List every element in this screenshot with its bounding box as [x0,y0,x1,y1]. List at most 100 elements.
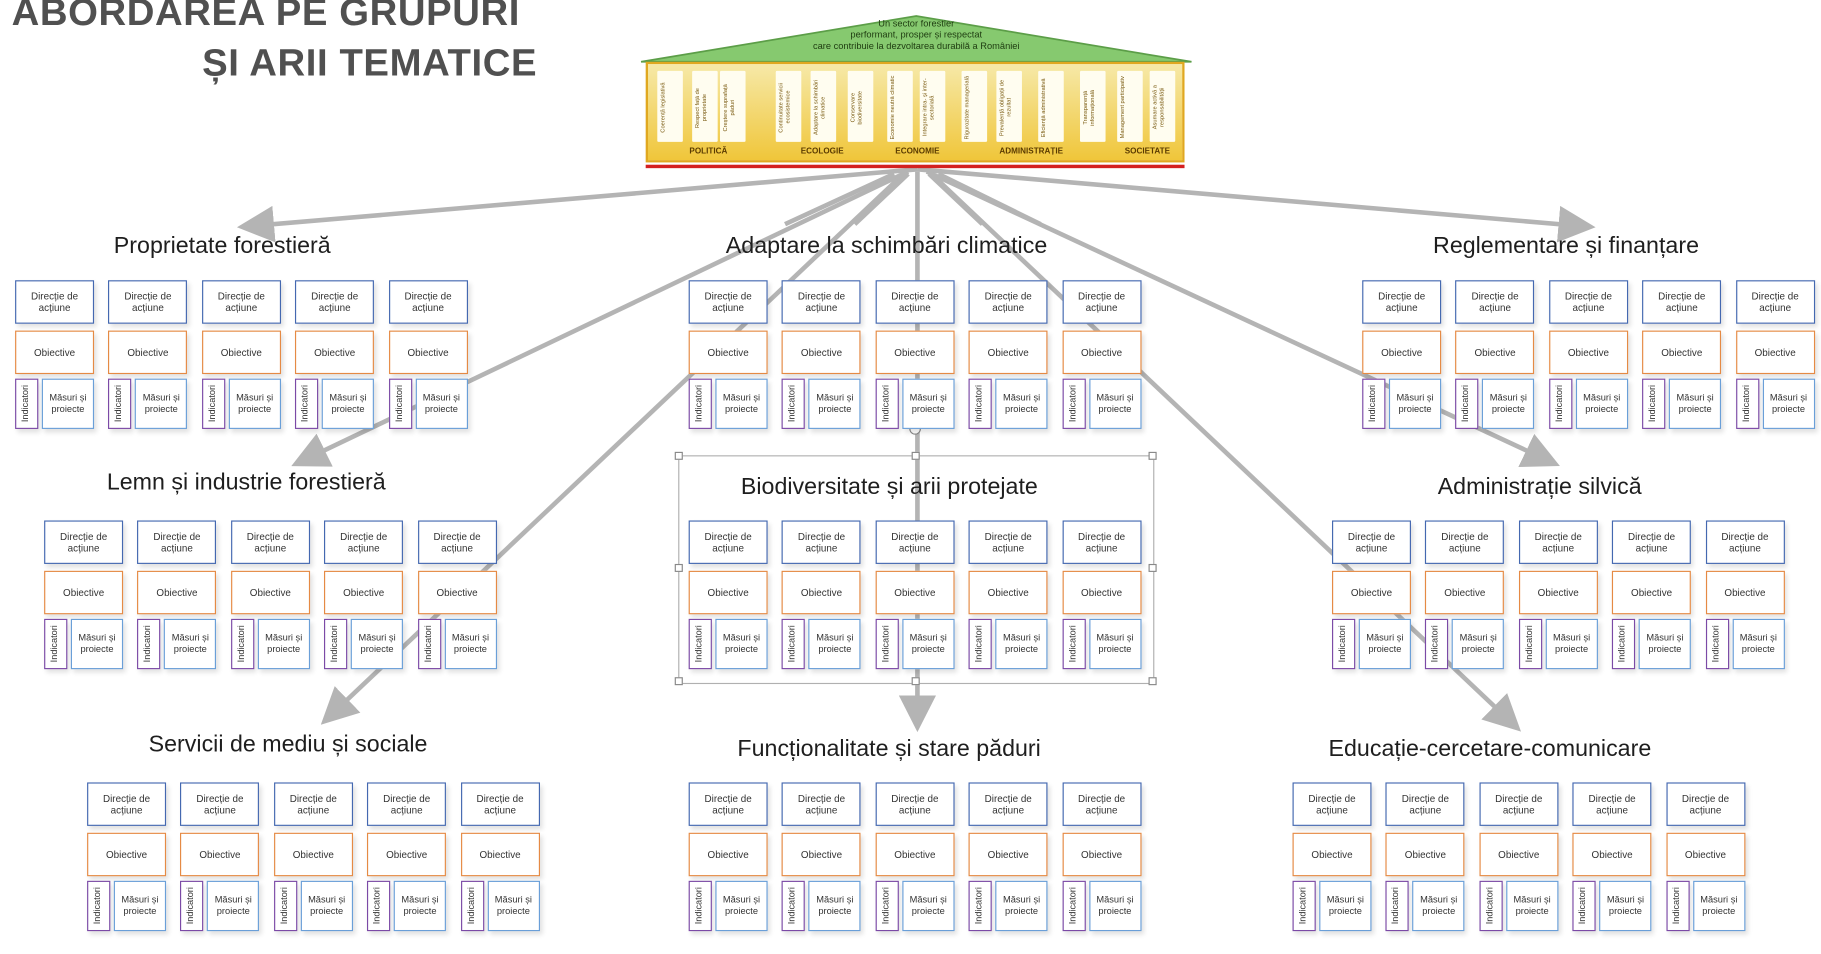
indicatori-box[interactable]: Indicatori [1665,880,1690,932]
obiective-box[interactable]: Obiective [782,832,861,877]
indicatori-box[interactable]: Indicatori [1642,378,1666,429]
resize-handle-bottom-left[interactable] [674,677,683,686]
obiective-box[interactable]: Obiective [968,330,1048,375]
masuri-proiecte-box[interactable]: Măsuri și proiecte [41,378,95,429]
directie-actiune-box[interactable]: Direcție de acțiune [273,782,353,826]
obiective-box[interactable]: Obiective [201,330,281,375]
directie-actiune-box[interactable]: Direcție de acțiune [688,280,768,324]
indicatori-box[interactable]: Indicatori [1385,880,1410,932]
indicatori-box[interactable]: Indicatori [1548,378,1573,429]
directie-actiune-box[interactable]: Direcție de acțiune [388,280,468,324]
resize-handle-top-left[interactable] [674,451,683,460]
directie-actiune-box[interactable]: Direcție de acțiune [108,280,188,324]
masuri-proiecte-box[interactable]: Măsuri și proiecte [257,618,310,670]
masuri-proiecte-box[interactable]: Măsuri și proiecte [1638,618,1692,670]
obiective-box[interactable]: Obiective [108,330,188,375]
obiective-box[interactable]: Obiective [968,570,1048,615]
obiective-box[interactable]: Obiective [688,570,768,615]
masuri-proiecte-box[interactable]: Măsuri și proiecte [135,378,188,429]
directie-actiune-box[interactable]: Direcție de acțiune [15,280,95,324]
directie-actiune-box[interactable]: Direcție de acțiune [137,520,217,564]
masuri-proiecte-box[interactable]: Măsuri și proiecte [1088,618,1142,670]
directie-actiune-box[interactable]: Direcție de acțiune [417,520,497,564]
obiective-box[interactable]: Obiective [1425,570,1505,615]
indicatori-box[interactable]: Indicatori [968,880,992,932]
masuri-proiecte-box[interactable]: Măsuri și proiecte [1358,618,1411,670]
directie-actiune-box[interactable]: Direcție de acțiune [367,782,447,826]
obiective-box[interactable]: Obiective [875,330,955,375]
directie-actiune-box[interactable]: Direcție de acțiune [875,280,955,324]
obiective-box[interactable]: Obiective [1362,330,1442,375]
obiective-box[interactable]: Obiective [324,570,404,615]
masuri-proiecte-box[interactable]: Măsuri și proiecte [1412,880,1465,932]
obiective-box[interactable]: Obiective [273,832,353,877]
indicatori-box[interactable]: Indicatori [201,378,226,429]
directie-actiune-box[interactable]: Direcție de acțiune [968,520,1048,564]
indicatori-box[interactable]: Indicatori [367,880,391,932]
indicatori-box[interactable]: Indicatori [1518,618,1542,670]
obiective-box[interactable]: Obiective [1548,330,1628,375]
indicatori-box[interactable]: Indicatori [782,880,806,932]
obiective-box[interactable]: Obiective [782,570,861,615]
masuri-proiecte-box[interactable]: Măsuri și proiecte [995,880,1048,932]
directie-actiune-box[interactable]: Direcție de acțiune [782,520,861,564]
masuri-proiecte-box[interactable]: Măsuri și proiecte [715,880,768,932]
masuri-proiecte-box[interactable]: Măsuri și proiecte [1762,378,1815,429]
obiective-box[interactable]: Obiective [1612,570,1692,615]
indicatori-box[interactable]: Indicatori [1612,618,1636,670]
obiective-box[interactable]: Obiective [782,330,861,375]
indicatori-box[interactable]: Indicatori [782,378,806,429]
indicatori-box[interactable]: Indicatori [1425,618,1449,670]
indicatori-box[interactable]: Indicatori [417,618,441,670]
obiective-box[interactable]: Obiective [295,330,375,375]
directie-actiune-box[interactable]: Direcție de acțiune [688,782,768,826]
masuri-proiecte-box[interactable]: Măsuri și proiecte [808,618,861,670]
masuri-proiecte-box[interactable]: Măsuri și proiecte [415,378,468,429]
indicatori-box[interactable]: Indicatori [15,378,39,429]
indicatori-box[interactable]: Indicatori [180,880,204,932]
directie-actiune-box[interactable]: Direcție de acțiune [1548,280,1628,324]
masuri-proiecte-box[interactable]: Măsuri și proiecte [1088,880,1142,932]
obiective-box[interactable]: Obiective [875,832,955,877]
indicatori-box[interactable]: Indicatori [388,378,412,429]
masuri-proiecte-box[interactable]: Măsuri și proiecte [902,880,955,932]
obiective-box[interactable]: Obiective [688,832,768,877]
obiective-box[interactable]: Obiective [1062,330,1142,375]
masuri-proiecte-box[interactable]: Măsuri și proiecte [164,618,217,670]
indicatori-box[interactable]: Indicatori [1062,618,1086,670]
directie-actiune-box[interactable]: Direcție de acțiune [688,520,768,564]
directie-actiune-box[interactable]: Direcție de acțiune [1385,782,1465,826]
obiective-box[interactable]: Obiective [388,330,468,375]
masuri-proiecte-box[interactable]: Măsuri și proiecte [1545,618,1598,670]
indicatori-box[interactable]: Indicatori [1062,880,1086,932]
masuri-proiecte-box[interactable]: Măsuri și proiecte [207,880,260,932]
directie-actiune-box[interactable]: Direcție de acțiune [1362,280,1442,324]
indicatori-box[interactable]: Indicatori [108,378,132,429]
directie-actiune-box[interactable]: Direcție de acțiune [1735,280,1815,324]
directie-actiune-box[interactable]: Direcție de acțiune [230,520,310,564]
obiective-box[interactable]: Obiective [875,570,955,615]
obiective-box[interactable]: Obiective [1455,330,1535,375]
masuri-proiecte-box[interactable]: Măsuri și proiecte [1599,880,1652,932]
indicatori-box[interactable]: Indicatori [44,618,68,670]
indicatori-box[interactable]: Indicatori [1572,880,1596,932]
obiective-box[interactable]: Obiective [1642,330,1722,375]
directie-actiune-box[interactable]: Direcție de acțiune [968,280,1048,324]
indicatori-box[interactable]: Indicatori [1455,378,1479,429]
directie-actiune-box[interactable]: Direcție de acțiune [295,280,375,324]
directie-actiune-box[interactable]: Direcție de acțiune [875,782,955,826]
obiective-box[interactable]: Obiective [417,570,497,615]
obiective-box[interactable]: Obiective [367,832,447,877]
masuri-proiecte-box[interactable]: Măsuri și proiecte [1505,880,1559,932]
indicatori-box[interactable]: Indicatori [137,618,161,670]
obiective-box[interactable]: Obiective [1572,832,1652,877]
directie-actiune-box[interactable]: Direcție de acțiune [782,782,861,826]
masuri-proiecte-box[interactable]: Măsuri și proiecte [393,880,447,932]
masuri-proiecte-box[interactable]: Măsuri și proiecte [321,378,375,429]
obiective-box[interactable]: Obiective [137,570,217,615]
masuri-proiecte-box[interactable]: Măsuri și proiecte [444,618,497,670]
obiective-box[interactable]: Obiective [87,832,167,877]
masuri-proiecte-box[interactable]: Măsuri și proiecte [1482,378,1535,429]
indicatori-box[interactable]: Indicatori [968,618,992,670]
indicatori-box[interactable]: Indicatori [273,880,298,932]
